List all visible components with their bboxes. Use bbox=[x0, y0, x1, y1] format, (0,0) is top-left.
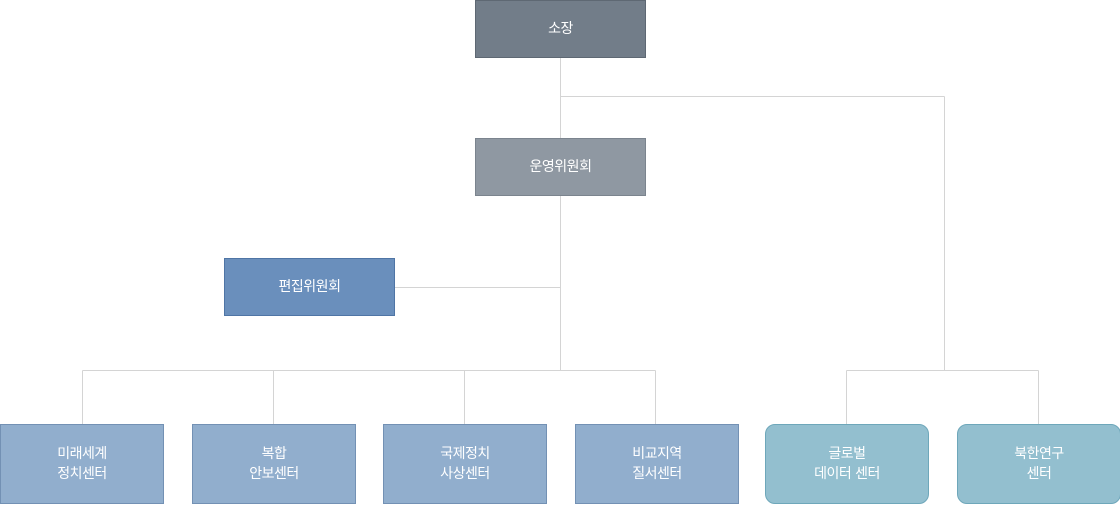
director-label: 소장 bbox=[548, 21, 573, 37]
center-label: 국제정치 사상센터 bbox=[440, 446, 490, 482]
steering-committee-box: 운영위원회 bbox=[475, 138, 646, 196]
center-label: 비교지역 질서센터 bbox=[632, 446, 682, 482]
center-box-comparative-regional-order: 비교지역 질서센터 bbox=[575, 424, 739, 504]
editorial-committee-box: 편집위원회 bbox=[224, 258, 395, 316]
steering-committee-label: 운영위원회 bbox=[529, 159, 592, 175]
center-box-north-korea-studies: 북한연구 센터 bbox=[957, 424, 1120, 504]
center-label: 복합 안보센터 bbox=[249, 446, 299, 482]
editorial-committee-label: 편집위원회 bbox=[278, 279, 341, 295]
director-box: 소장 bbox=[475, 0, 646, 58]
center-label: 글로벌 데이터 센터 bbox=[814, 446, 880, 482]
center-box-global-data: 글로벌 데이터 센터 bbox=[765, 424, 929, 504]
center-box-complex-security: 복합 안보센터 bbox=[192, 424, 356, 504]
center-label: 미래세계 정치센터 bbox=[57, 446, 107, 482]
center-box-future-world-politics: 미래세계 정치센터 bbox=[0, 424, 164, 504]
center-label: 북한연구 센터 bbox=[1014, 446, 1064, 482]
center-box-international-political-thought: 국제정치 사상센터 bbox=[383, 424, 547, 504]
